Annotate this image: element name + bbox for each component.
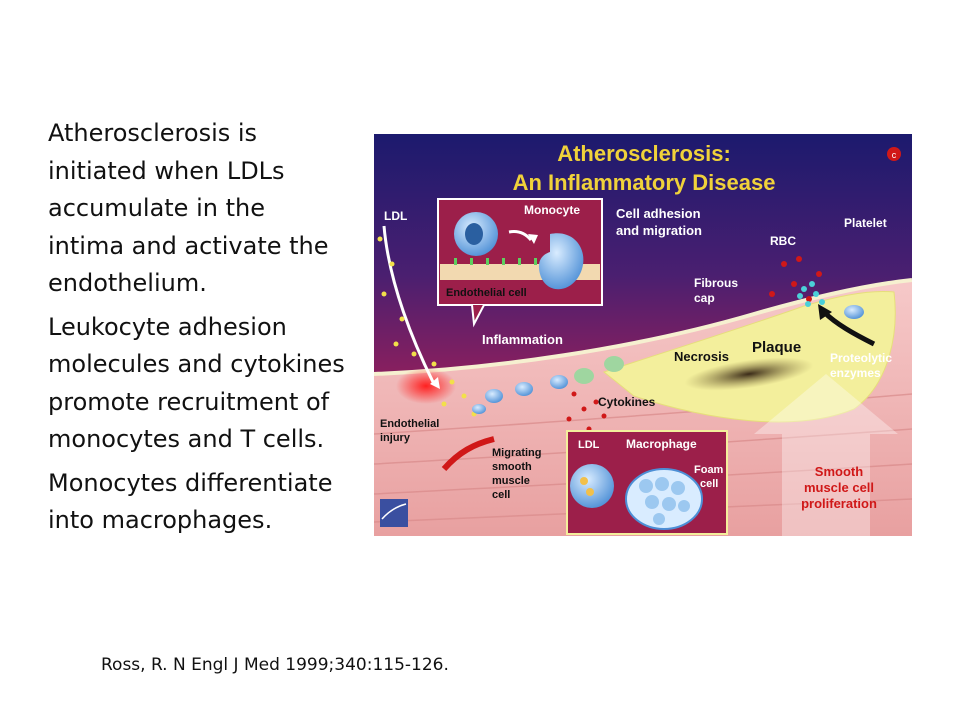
proliferation-arrow — [754, 374, 898, 536]
label-foam-2: cell — [700, 478, 718, 490]
citation: Ross, R. N Engl J Med 1999;340:115-126. — [101, 655, 449, 675]
necrosis-core — [684, 357, 814, 391]
atherosclerosis-diagram: Monocyte Endothelial cell LDL Macrophage… — [374, 134, 912, 536]
injury-glow — [396, 368, 456, 404]
endothelium — [374, 278, 912, 376]
label-macrophage: Macrophage — [626, 437, 697, 451]
bullet-1: Atherosclerosis is initiated when LDLs a… — [48, 119, 329, 297]
ldl-arrow — [382, 225, 436, 385]
figure-title-line1: Atherosclerosis: — [557, 141, 731, 166]
publisher-logo — [380, 499, 408, 527]
copyright-mark: c — [892, 150, 897, 160]
ldl-arrowhead — [430, 377, 440, 389]
monocyte-inset: Monocyte Endothelial cell — [437, 198, 603, 328]
macrophage-inset: LDL Macrophage Foam cell — [566, 430, 728, 535]
label-foam-1: Foam — [694, 464, 724, 476]
label-migrating-4: cell — [492, 489, 510, 501]
label-necrosis: Necrosis — [674, 349, 729, 364]
label-inflammation: Inflammation — [482, 332, 563, 347]
label-cell-adhesion-1: Cell adhesion — [616, 206, 701, 221]
publisher-logo-mark — [381, 503, 407, 520]
label-inset-ldl: LDL — [578, 439, 600, 451]
label-endothelial-injury-1: Endothelial — [380, 418, 439, 430]
label-smc-3: proliferation — [801, 496, 877, 511]
label-plaque: Plaque — [752, 339, 801, 356]
proteolytic-arrowhead — [818, 304, 832, 320]
label-endothelial-cell: Endothelial cell — [446, 287, 527, 299]
label-platelet: Platelet — [844, 216, 887, 230]
cytokine-dots — [566, 391, 607, 432]
adhering-cells — [472, 305, 864, 414]
label-fibrous-2: cap — [694, 291, 715, 305]
label-smc-2: muscle cell — [804, 480, 874, 495]
migrating-arrow — [441, 436, 495, 472]
label-migrating-1: Migrating — [492, 447, 542, 459]
label-migrating-2: smooth — [492, 461, 532, 473]
diagram-canvas: Monocyte Endothelial cell LDL Macrophage… — [374, 134, 912, 536]
bullet-2: Leukocyte adhesion molecules and cytokin… — [48, 312, 345, 454]
label-monocyte: Monocyte — [524, 203, 580, 217]
rbc-cluster — [769, 256, 825, 307]
label-endothelial-injury-2: injury — [380, 432, 411, 444]
label-rbc: RBC — [770, 234, 796, 248]
copyright-badge — [887, 147, 901, 161]
label-proteolytic-2: enzymes — [830, 366, 881, 380]
label-migrating-3: muscle — [492, 475, 530, 487]
plaque-shape — [602, 291, 896, 423]
bullet-3: Monocytes differentiate into macrophages… — [48, 468, 333, 535]
label-proteolytic-1: Proteolytic — [830, 351, 892, 365]
label-smc-1: Smooth — [815, 464, 863, 479]
figure-title-line2: An Inflammatory Disease — [513, 170, 776, 195]
label-cytokines: Cytokines — [598, 395, 656, 409]
bullet-list: Atherosclerosis is initiated when LDLs a… — [48, 115, 348, 546]
label-ldl: LDL — [384, 209, 407, 223]
label-cell-adhesion-2: and migration — [616, 223, 702, 238]
ldl-particles — [377, 236, 477, 417]
label-fibrous-1: Fibrous — [694, 276, 738, 290]
